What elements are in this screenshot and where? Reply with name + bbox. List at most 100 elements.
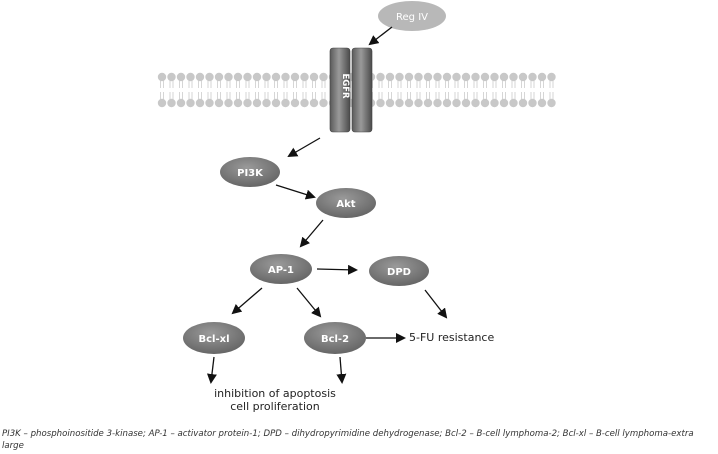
fu-resistance-text: 5-FU resistance [409, 331, 494, 344]
lipid-head [376, 98, 385, 108]
lipid-head [423, 72, 433, 82]
node-ap1: AP-1 [250, 254, 312, 284]
lipid-head [186, 98, 195, 108]
lipid-head [319, 98, 328, 108]
lipid-head [461, 72, 471, 82]
lipid-head [480, 72, 490, 82]
bclxl-label: Bcl-xl [198, 334, 229, 345]
lipid-head [205, 72, 214, 82]
lipid-head [547, 72, 556, 82]
lipid-head [262, 72, 271, 82]
arrow-ap1-bclxl [231, 287, 263, 315]
lipid-head [433, 72, 442, 82]
lipid-head [271, 98, 281, 108]
arrow-ap1-bcl2 [296, 287, 322, 318]
lipid-head [319, 72, 328, 82]
lipid-head [262, 98, 271, 108]
lipid-head [233, 72, 243, 82]
lipid-head [157, 72, 167, 82]
arrow-ap1-dpd [316, 264, 358, 275]
lipid-head [490, 98, 499, 108]
lipid-head [243, 72, 252, 82]
lipid-head [528, 98, 537, 108]
lipid-head [518, 98, 528, 108]
lipid-head [309, 98, 319, 108]
lipid-head [167, 72, 176, 82]
lipid-head [423, 98, 433, 108]
lipid-head [528, 72, 537, 82]
node-bcl2: Bcl-2 [304, 322, 366, 354]
lipid-head [537, 72, 547, 82]
node-dpd: DPD [369, 256, 429, 286]
lipid-head [395, 72, 404, 82]
arrow-bclxl-apoptosis [206, 356, 217, 384]
lipid-head [537, 98, 547, 108]
akt-label: Akt [336, 199, 355, 210]
node-akt: Akt [316, 188, 376, 218]
lipid-head [176, 72, 186, 82]
lipid-head [376, 72, 385, 82]
lipid-head [509, 98, 518, 108]
reg-iv-label: Reg IV [396, 12, 428, 23]
lipid-head [499, 98, 509, 108]
dpd-label: DPD [387, 267, 411, 278]
lipid-head [471, 98, 480, 108]
lipid-head [547, 98, 556, 108]
lipid-head [452, 72, 461, 82]
lipid-head [509, 72, 518, 82]
lipid-head [290, 98, 300, 108]
lipid-head [309, 72, 319, 82]
lipid-head [442, 98, 452, 108]
lipid-head [385, 72, 395, 82]
lipid-head [490, 72, 499, 82]
lipid-head [281, 72, 290, 82]
lipid-head [214, 98, 224, 108]
lipid-head [518, 72, 528, 82]
egfr-receptor: EGFR [329, 47, 373, 133]
lipid-head [252, 72, 262, 82]
lipid-head [300, 98, 309, 108]
lipid-head [471, 72, 480, 82]
lipid-head [205, 98, 214, 108]
lipid-head [271, 72, 281, 82]
lipid-head [224, 72, 233, 82]
arrow-egfr-pi3k [287, 137, 321, 158]
lipid-head [414, 72, 423, 82]
node-pi3k: PI3K [220, 157, 280, 187]
arrow-bcl2-apoptosis [336, 356, 347, 384]
lipid-head [224, 98, 233, 108]
lipid-head [233, 98, 243, 108]
lipid-head [243, 98, 252, 108]
node-bclxl: Bcl-xl [183, 322, 245, 354]
cell-membrane [157, 72, 556, 108]
lipid-head [195, 98, 205, 108]
lipid-head [290, 72, 300, 82]
proliferation-text: cell proliferation [230, 400, 320, 413]
lipid-head [499, 72, 509, 82]
lipid-head [157, 98, 167, 108]
egfr-label: EGFR [340, 73, 350, 99]
figure-caption: PI3K – phosphoinositide 3-kinase; AP-1 –… [2, 429, 694, 451]
lipid-head [395, 98, 404, 108]
lipid-head [452, 98, 461, 108]
arrow-akt-ap1 [299, 219, 324, 248]
lipid-head [480, 98, 490, 108]
arrows [206, 26, 448, 384]
pi3k-label: PI3K [237, 168, 264, 179]
arrow-pi3k-akt [275, 184, 316, 200]
lipid-head [404, 72, 414, 82]
lipid-head [214, 72, 224, 82]
lipid-head [461, 98, 471, 108]
apoptosis-text: inhibition of apoptosis [214, 387, 336, 400]
lipid-head [252, 98, 262, 108]
lipid-head [167, 98, 176, 108]
lipid-head [414, 98, 423, 108]
bcl2-label: Bcl-2 [321, 334, 349, 345]
lipid-head [281, 98, 290, 108]
arrow-regiv-egfr [368, 26, 393, 46]
lipid-head [442, 72, 452, 82]
lipid-head [433, 98, 442, 108]
lipid-head [300, 72, 309, 82]
lipid-head [186, 72, 195, 82]
